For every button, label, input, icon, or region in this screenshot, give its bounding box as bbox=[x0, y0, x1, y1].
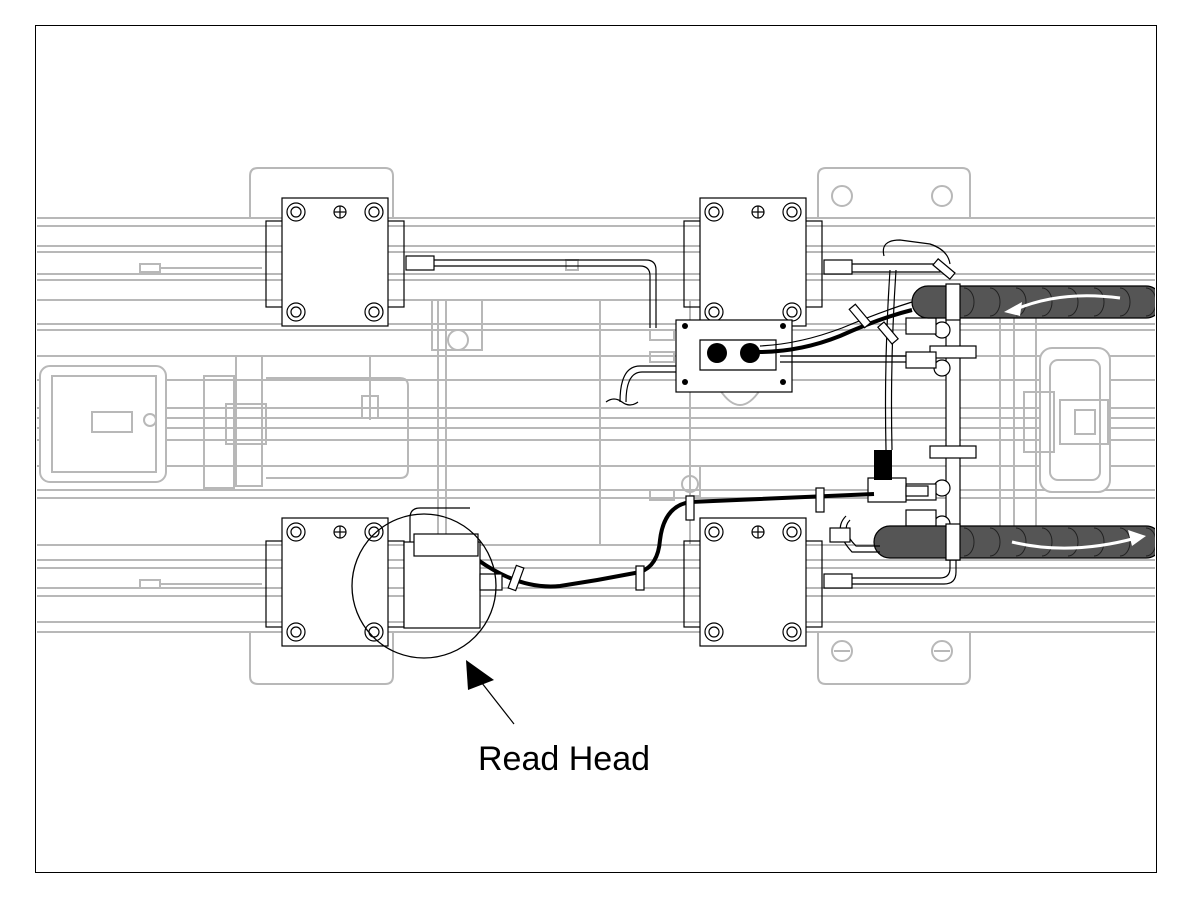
tubing bbox=[405, 239, 957, 589]
mount-block-bottom-left bbox=[265, 517, 405, 647]
bolt-hole bbox=[931, 640, 953, 662]
mount-block-bottom-right bbox=[683, 517, 823, 647]
callout-arrow bbox=[466, 660, 515, 725]
read-head bbox=[403, 507, 503, 629]
mount-block-top-left bbox=[265, 197, 405, 327]
read-head-circle bbox=[351, 513, 497, 659]
bracket-top-left bbox=[249, 167, 394, 218]
cable-ties bbox=[507, 258, 956, 592]
bracket-bottom-left bbox=[249, 632, 394, 685]
bracket-bottom-right bbox=[817, 632, 971, 685]
bolt-hole bbox=[831, 185, 853, 207]
right-spindle-assembly bbox=[1023, 347, 1111, 493]
bolt-hole bbox=[831, 640, 853, 662]
bolt-hole bbox=[931, 185, 953, 207]
figure-frame bbox=[35, 25, 1157, 873]
arrow-icon bbox=[1011, 530, 1146, 550]
mount-block-top-right bbox=[683, 197, 823, 327]
center-bracket bbox=[431, 299, 761, 497]
callout-label: Read Head bbox=[478, 740, 651, 778]
bracket-top-right bbox=[817, 167, 971, 218]
gray-connectors bbox=[139, 259, 675, 589]
rails-bottom bbox=[37, 544, 1155, 633]
center-connector-plate bbox=[675, 319, 910, 393]
bottom-right-fittings bbox=[829, 450, 929, 553]
left-motor-assembly bbox=[39, 355, 409, 489]
arrow-icon bbox=[1004, 294, 1121, 316]
